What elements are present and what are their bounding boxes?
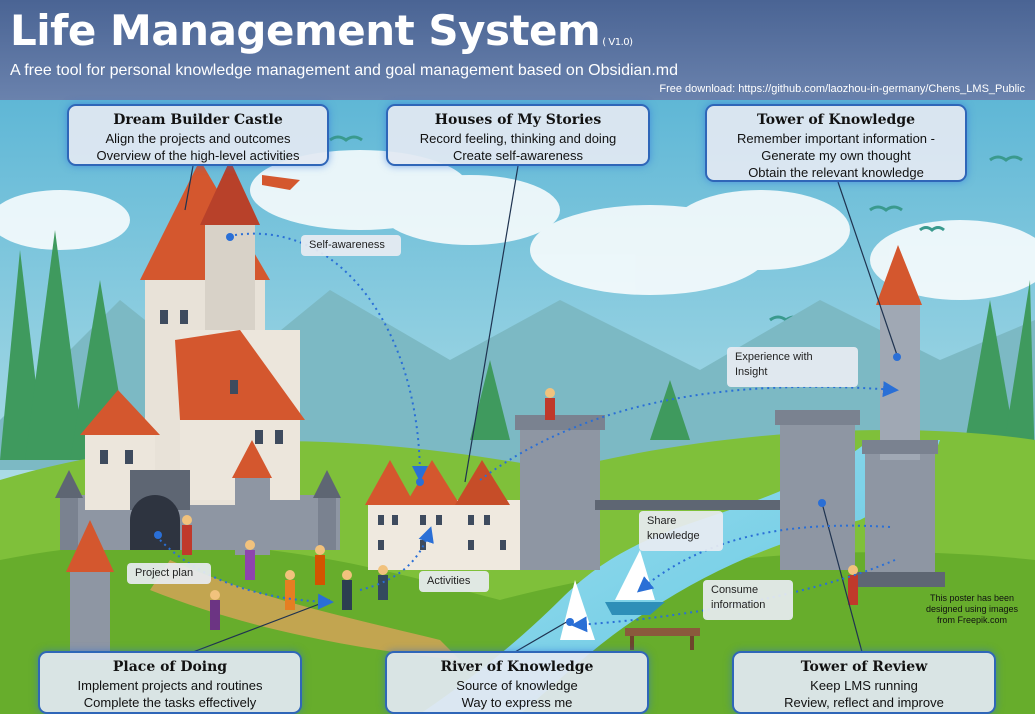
tag-share-knowledge: Share knowledge bbox=[639, 511, 723, 551]
tag-text: Consume bbox=[711, 584, 759, 596]
pointer-lines bbox=[184, 165, 898, 653]
panel-title: Houses of My Stories bbox=[434, 112, 602, 128]
tag-activities: Activities bbox=[419, 571, 489, 592]
panel-tower-of-knowledge: Tower of Knowledge Remember important in… bbox=[705, 104, 967, 182]
panel-title: Tower of Knowledge bbox=[756, 112, 916, 128]
panel-line: Review, reflect and improve bbox=[784, 695, 944, 710]
tag-text: Share bbox=[647, 515, 677, 527]
panel-line: Source of knowledge bbox=[456, 678, 578, 693]
panel-line: Create self-awareness bbox=[452, 148, 584, 163]
castle bbox=[55, 160, 341, 555]
panel-line: Remember important information - bbox=[737, 131, 935, 146]
tag-text: information bbox=[711, 599, 766, 611]
panel-title: Tower of Review bbox=[800, 659, 928, 675]
credit-line: from Freepik.com bbox=[936, 615, 1007, 625]
panel-line: Overview of the high-level activities bbox=[96, 148, 300, 163]
tag-project-plan: Project plan bbox=[127, 563, 211, 584]
bridge-towers bbox=[515, 410, 860, 570]
panel-title: Place of Doing bbox=[112, 659, 228, 675]
clouds bbox=[0, 150, 1035, 300]
panel-line: Implement projects and routines bbox=[77, 678, 263, 693]
poster-title: Life Management System( V1.0) bbox=[10, 6, 633, 55]
panel-title: River of Knowledge bbox=[440, 659, 594, 675]
panel-line: Keep LMS running bbox=[810, 678, 918, 693]
panel-line: Obtain the relevant knowledge bbox=[748, 165, 924, 180]
panel-place-of-doing: Place of Doing Implement projects and ro… bbox=[38, 651, 302, 714]
tower-knowledge-building bbox=[855, 245, 945, 587]
pier bbox=[625, 628, 700, 650]
poster-subtitle: A free tool for personal knowledge manag… bbox=[10, 62, 678, 79]
tag-text: Insight bbox=[735, 366, 768, 378]
panel-line: Record feeling, thinking and doing bbox=[419, 131, 617, 146]
forest bbox=[0, 230, 1035, 470]
panel-line: Complete the tasks effectively bbox=[83, 695, 257, 710]
panel-houses-of-my-stories: Houses of My Stories Record feeling, thi… bbox=[386, 104, 650, 166]
credit-line: This poster has been bbox=[929, 593, 1015, 603]
tag-text: Self-awareness bbox=[309, 239, 385, 251]
panel-title: Dream Builder Castle bbox=[113, 112, 283, 128]
title-text: Life Management System bbox=[10, 6, 601, 55]
tower-doing-building bbox=[66, 520, 114, 660]
tag-text: Experience with bbox=[735, 351, 813, 363]
tag-text: Project plan bbox=[135, 567, 194, 579]
version-label: ( V1.0) bbox=[602, 37, 633, 48]
panel-dream-builder-castle: Dream Builder Castle Align the projects … bbox=[67, 104, 329, 166]
freepik-credit: This poster has been designed using imag… bbox=[917, 593, 1027, 626]
tag-consume-information: Consume information bbox=[703, 580, 793, 620]
credit-line: designed using images bbox=[925, 604, 1019, 614]
flow-arrows bbox=[159, 232, 899, 633]
tag-experience-with-insight: Experience with Insight bbox=[727, 347, 858, 387]
download-link[interactable]: Free download: https://github.com/laozho… bbox=[659, 83, 1025, 95]
tag-text: knowledge bbox=[647, 530, 700, 542]
tag-self-awareness: Self-awareness bbox=[301, 235, 401, 256]
panel-line: Way to express me bbox=[461, 695, 573, 710]
panel-river-of-knowledge: River of Knowledge Source of knowledge W… bbox=[385, 651, 649, 714]
panel-line: Generate my own thought bbox=[761, 148, 911, 163]
panel-line: Align the projects and outcomes bbox=[105, 131, 291, 146]
people bbox=[182, 388, 858, 630]
tag-text: Activities bbox=[427, 575, 471, 587]
panel-tower-of-review: Tower of Review Keep LMS running Review,… bbox=[732, 651, 996, 714]
houses bbox=[365, 460, 523, 570]
header-banner bbox=[0, 0, 1035, 100]
